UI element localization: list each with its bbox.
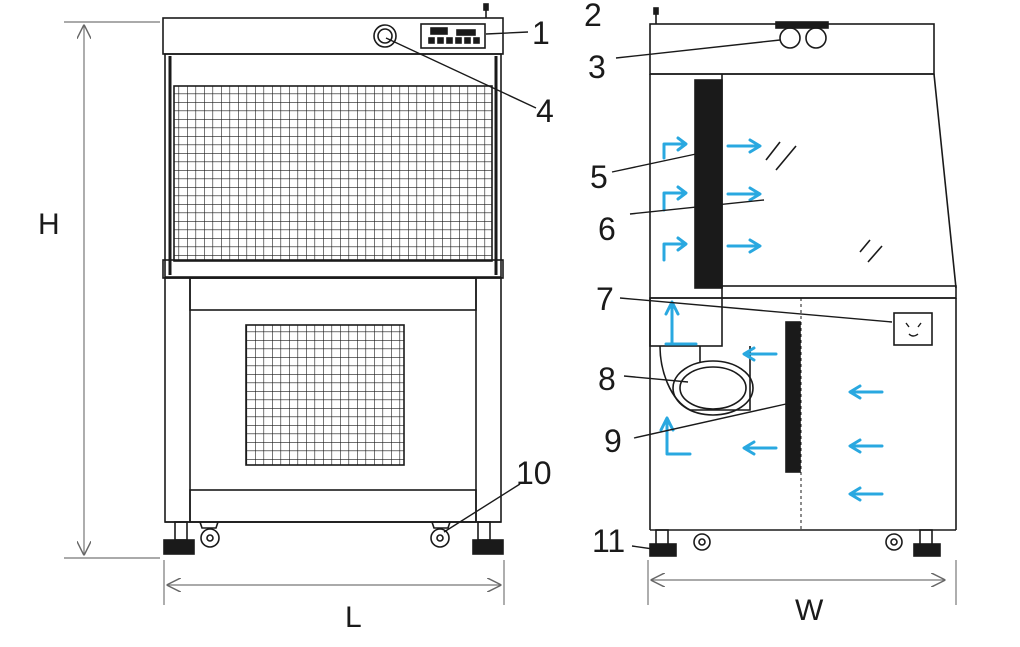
callout-8: 8 bbox=[598, 361, 616, 397]
prefilter-grid bbox=[245, 324, 405, 466]
width-label: W bbox=[795, 594, 824, 627]
callout-11: 11 bbox=[592, 523, 625, 559]
prefilter bbox=[785, 321, 801, 473]
length-dimension bbox=[163, 560, 505, 605]
caster-right bbox=[430, 521, 451, 548]
callout-3: 3 bbox=[588, 49, 606, 85]
height-label: H bbox=[38, 208, 60, 241]
callout-7: 7 bbox=[596, 281, 614, 317]
foot-right bbox=[472, 539, 504, 555]
front-work-surface bbox=[162, 259, 504, 279]
airflow-arrows bbox=[659, 136, 884, 502]
callout-9: 9 bbox=[604, 423, 622, 459]
callout-10: 10 bbox=[516, 455, 552, 491]
side-foot-right bbox=[913, 543, 941, 557]
height-dimension bbox=[64, 21, 160, 559]
side-foot-left bbox=[649, 543, 677, 557]
width-dimension bbox=[647, 560, 957, 605]
hepa-filter-grid bbox=[173, 85, 493, 262]
side-view bbox=[649, 7, 957, 557]
caster-left bbox=[199, 521, 220, 548]
callout-6: 6 bbox=[598, 211, 616, 247]
front-chamber bbox=[164, 53, 502, 278]
callout-1: 1 bbox=[532, 15, 550, 51]
hepa-filter bbox=[694, 79, 723, 289]
callout-2: 2 bbox=[584, 0, 602, 33]
callout-leaders bbox=[385, 31, 893, 551]
foot-left bbox=[163, 539, 195, 555]
control-panel bbox=[420, 23, 486, 49]
callout-5: 5 bbox=[590, 159, 608, 195]
blower-fan bbox=[659, 345, 754, 416]
length-label: L bbox=[345, 601, 362, 634]
pressure-gauge-icon bbox=[373, 24, 397, 48]
callout-4: 4 bbox=[536, 93, 554, 129]
front-view bbox=[162, 3, 504, 555]
power-socket bbox=[893, 312, 933, 346]
